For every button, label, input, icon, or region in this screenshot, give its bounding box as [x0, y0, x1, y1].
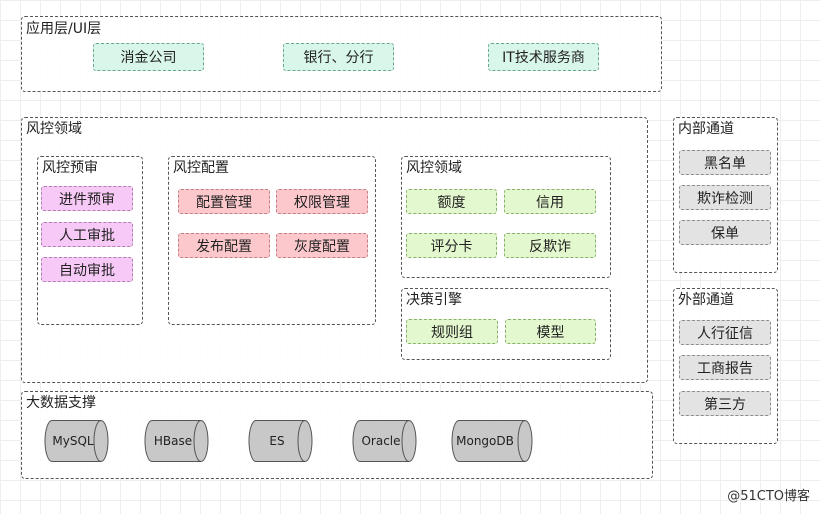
db-hbase-label: HBase — [153, 434, 193, 448]
config-node-publish[interactable]: 发布配置 — [178, 233, 270, 258]
config-title: 风控配置 — [173, 160, 229, 176]
decision-node-model[interactable]: 模型 — [505, 319, 596, 344]
internal-node-blacklist[interactable]: 黑名单 — [679, 150, 771, 175]
db-mysql-label: MySQL — [52, 434, 94, 448]
db-oracle[interactable]: Oracle — [352, 420, 417, 462]
config-node-permission[interactable]: 权限管理 — [276, 189, 368, 214]
pre-review-node-auto[interactable]: 自动审批 — [41, 257, 133, 282]
cylinder-icon — [248, 420, 313, 462]
db-mongodb[interactable]: MongoDB — [451, 420, 533, 462]
domain-node-quota[interactable]: 额度 — [406, 189, 497, 214]
pre-review-node-manual[interactable]: 人工审批 — [41, 222, 133, 247]
cylinder-icon — [451, 420, 533, 462]
risk-domain-title: 风控领域 — [26, 121, 82, 137]
external-node-pboc-credit[interactable]: 人行征信 — [679, 320, 771, 345]
decision-engine-title: 决策引擎 — [406, 292, 462, 308]
big-data-container — [21, 391, 653, 479]
config-node-management[interactable]: 配置管理 — [178, 189, 270, 214]
db-mysql[interactable]: MySQL — [44, 420, 109, 462]
db-hbase[interactable]: HBase — [144, 420, 209, 462]
domain-node-credit[interactable]: 信用 — [504, 189, 596, 214]
domain-node-antifraud[interactable]: 反欺诈 — [504, 233, 596, 258]
db-es[interactable]: ES — [248, 420, 313, 462]
cylinder-icon — [352, 420, 417, 462]
internal-channel-title: 内部通道 — [678, 121, 734, 137]
app-node-bank[interactable]: 银行、分行 — [283, 43, 394, 71]
pre-review-title: 风控预审 — [42, 160, 98, 176]
app-node-consumer-finance[interactable]: 消金公司 — [93, 43, 204, 71]
db-es-label: ES — [269, 434, 285, 448]
pre-review-node-application[interactable]: 进件预审 — [41, 186, 133, 211]
internal-node-policy[interactable]: 保单 — [679, 220, 771, 245]
watermark: @51CTO博客 — [727, 489, 810, 504]
app-node-it-provider[interactable]: IT技术服务商 — [488, 43, 599, 71]
cylinder-icon — [144, 420, 209, 462]
external-node-business-report[interactable]: 工商报告 — [679, 355, 771, 380]
db-oracle-label: Oracle — [361, 434, 401, 448]
db-mongodb-label: MongoDB — [456, 434, 514, 448]
internal-node-fraud-detect[interactable]: 欺诈检测 — [679, 185, 771, 210]
cylinder-icon — [44, 420, 109, 462]
external-node-third-party[interactable]: 第三方 — [679, 391, 771, 416]
external-channel-title: 外部通道 — [678, 292, 734, 308]
domain-node-scorecard[interactable]: 评分卡 — [406, 233, 497, 258]
big-data-title: 大数据支撑 — [26, 395, 96, 411]
app-layer-title: 应用层/UI层 — [26, 21, 102, 37]
config-node-grayscale[interactable]: 灰度配置 — [276, 233, 368, 258]
inner-domain-title: 风控领域 — [406, 160, 462, 176]
decision-node-rules[interactable]: 规则组 — [406, 319, 498, 344]
